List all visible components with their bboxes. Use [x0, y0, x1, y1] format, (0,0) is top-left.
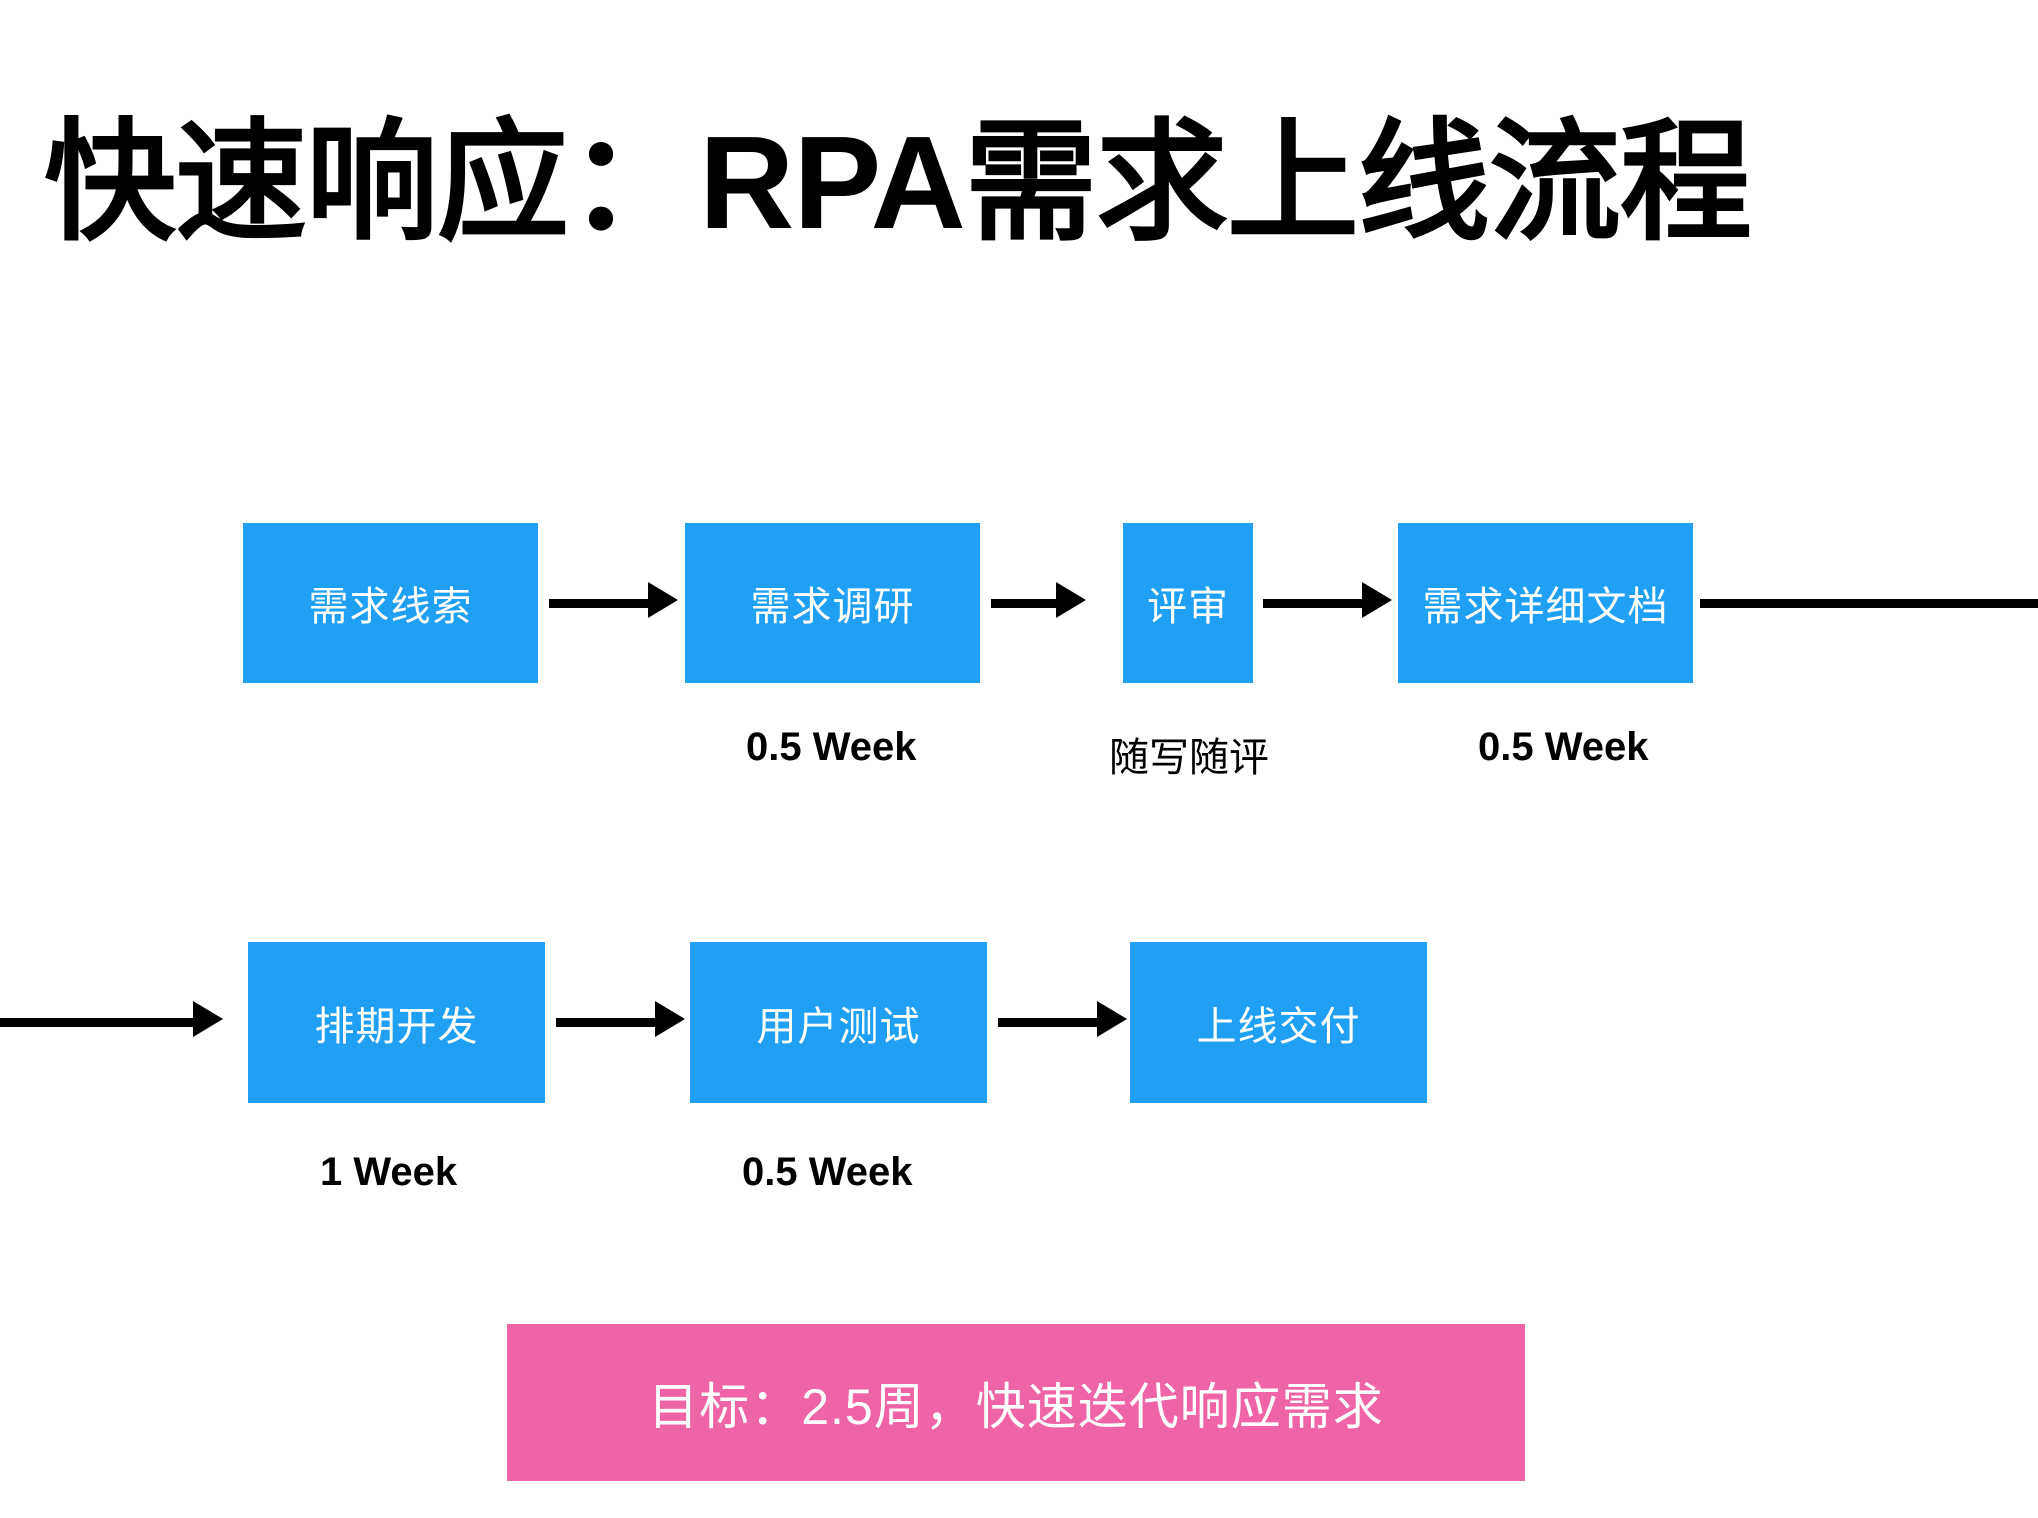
flow-node-requirement-lead[interactable]: 需求线索 — [243, 523, 538, 683]
connector-lead-to-research — [549, 599, 655, 608]
arrowhead-icon — [1362, 582, 1392, 618]
flow-node-label: 上线交付 — [1196, 1004, 1361, 1049]
flow-node-requirement-research[interactable]: 需求调研 — [685, 523, 980, 683]
connector-dev-to-testing — [556, 1018, 662, 1027]
connector-review-to-doc — [1263, 599, 1369, 608]
arrowhead-icon — [1056, 582, 1086, 618]
flow-node-label: 用户测试 — [756, 1004, 921, 1049]
duration-caption-scheduled-development: 1 Week — [320, 1150, 458, 1194]
connector-testing-to-golive — [998, 1018, 1104, 1027]
arrowhead-icon — [655, 1001, 685, 1037]
connector-doc-to-next-row-exit — [1700, 599, 2038, 608]
flow-node-label: 排期开发 — [314, 1004, 479, 1049]
flow-node-label: 需求线索 — [308, 585, 473, 629]
flow-node-label: 需求详细文档 — [1422, 585, 1669, 629]
flow-node-label: 需求调研 — [750, 585, 915, 629]
connector-row2-entry — [0, 1018, 200, 1027]
flow-node-label: 评审 — [1147, 585, 1229, 629]
goal-banner-text: 目标：2.5周，快速迭代响应需求 — [648, 1378, 1384, 1435]
flow-node-scheduled-development[interactable]: 排期开发 — [248, 942, 545, 1103]
page-title: 快速响应：RPA需求上线流程 — [44, 109, 1752, 256]
flow-node-golive-delivery[interactable]: 上线交付 — [1130, 942, 1427, 1103]
connector-research-to-review — [991, 599, 1062, 608]
flow-node-user-testing[interactable]: 用户测试 — [690, 942, 987, 1103]
arrowhead-icon — [1097, 1001, 1127, 1037]
goal-banner: 目标：2.5周，快速迭代响应需求 — [507, 1324, 1525, 1481]
arrowhead-icon — [648, 582, 678, 618]
duration-caption-requirement-doc: 0.5 Week — [1478, 725, 1649, 769]
duration-caption-requirement-research: 0.5 Week — [746, 725, 917, 769]
arrowhead-icon — [193, 1001, 223, 1037]
flow-node-review[interactable]: 评审 — [1123, 523, 1253, 683]
duration-caption-user-testing: 0.5 Week — [742, 1150, 913, 1194]
flow-node-requirement-doc[interactable]: 需求详细文档 — [1398, 523, 1693, 683]
duration-caption-review: 随写随评 — [1109, 736, 1269, 780]
